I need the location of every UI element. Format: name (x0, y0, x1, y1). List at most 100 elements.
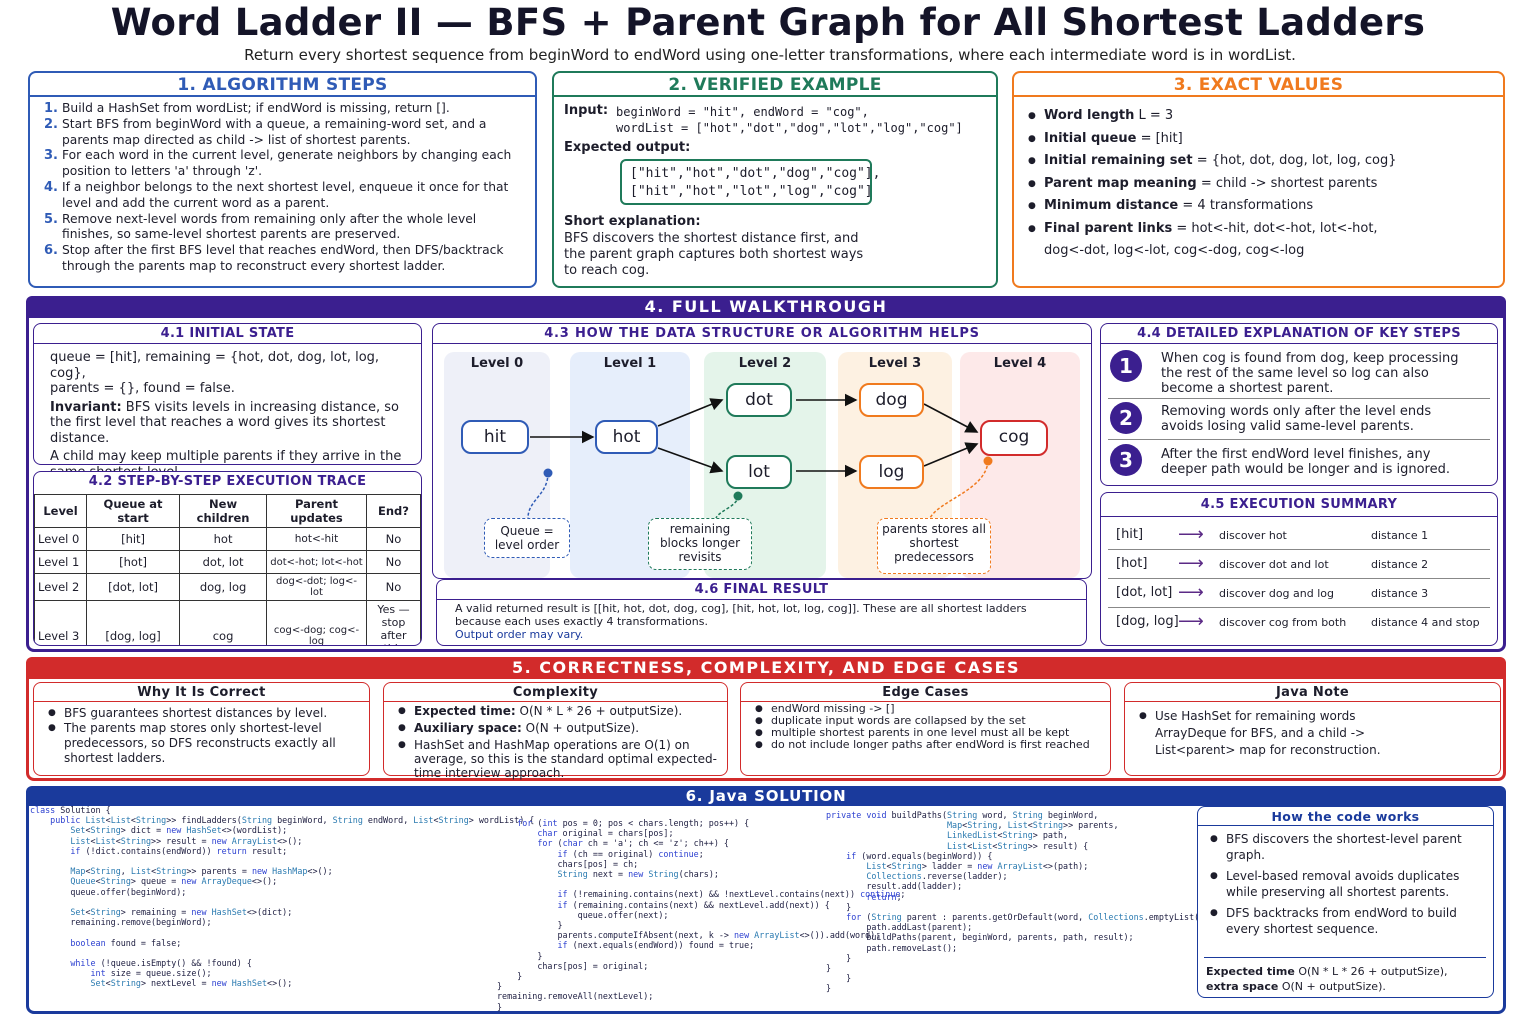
why-correct-item: The parents map stores only shortest-lev… (46, 721, 359, 766)
code-line: int size = queue.size(); (90, 968, 212, 979)
step-item: 4.If a neighbor belongs to the next shor… (44, 179, 509, 210)
code-line: queue.offer(next); (497, 909, 669, 920)
output-order-note: Output order may vary. (455, 628, 584, 641)
expected-output-box: ["hit","hot","dot","dog","cog"], ["hit",… (620, 159, 880, 205)
verified-example-header: 2. VERIFIED EXAMPLE (552, 73, 998, 97)
code-line: chars[pos] = original; (497, 960, 649, 971)
arrow-icon: ⟶ (1178, 553, 1204, 574)
java-solution-header: 6. Java SOLUTION (26, 786, 1506, 806)
step-item: 6.Stop after the first BFS level that re… (44, 243, 504, 273)
code-line: for (char ch = 'a'; ch <= 'z'; ch++) { (537, 838, 729, 849)
level-3-label: Level 3 (868, 356, 922, 371)
level-0-label: Level 0 (470, 356, 524, 371)
complexity-item: Expected time: O(N * L * 26 + outputSize… (396, 704, 717, 718)
value-item: Initial queue = [hit] (1026, 128, 1491, 151)
queue-level-order-note: Queue = level order (484, 518, 570, 558)
code-line: Set<String> remaining = new HashSet<>(di… (70, 907, 293, 917)
exact-values-header: 3. EXACT VALUES (1012, 73, 1505, 97)
code-line: } (826, 963, 832, 974)
why-correct-panel: Why It Is Correct BFS guarantees shortes… (33, 682, 370, 776)
code-line: LinkedList<String> path, (947, 830, 1069, 841)
verified-example-panel: 2. VERIFIED EXAMPLE Input: beginWord = "… (552, 71, 998, 288)
final-result-panel: 4.6 FINAL RESULT A valid returned result… (436, 579, 1087, 646)
code-line: buildPaths(parent, beginWord, parents, p… (826, 932, 1134, 943)
node-hit: hit (461, 420, 529, 454)
code-line: } (497, 971, 523, 982)
expected-output-2: ["hit","hot","lot","log","cog"] (630, 184, 873, 199)
code-line: Map<String, List<String>> parents = new … (70, 866, 333, 877)
queue-note-leader (527, 472, 549, 519)
code-line: } (826, 983, 832, 994)
code-line: queue.offer(beginWord); (30, 886, 187, 897)
data-structure-header: 4.3 HOW THE DATA STRUCTURE OR ALGORITHM … (433, 324, 1091, 344)
level-2-label: Level 2 (738, 356, 792, 371)
how-item: Level-based removal avoids duplicates wh… (1208, 869, 1485, 900)
execution-summary-panel: 4.5 EXECUTION SUMMARY (1100, 492, 1498, 646)
code-line (30, 897, 480, 907)
input-line-2: wordList = ["hot","dot","dog","lot","log… (616, 121, 963, 135)
how-item: DFS backtracks from endWord to build eve… (1208, 906, 1485, 937)
code-line (30, 948, 480, 958)
code-line: if (!dict.contains(endWord)) return resu… (70, 845, 288, 856)
page-subtitle: Return every shortest sequence from begi… (244, 46, 1296, 64)
code-line: List<List<String>> result) { (947, 840, 1089, 851)
java-note-panel: Java Note Use HashSet for remaining word… (1124, 682, 1501, 776)
code-line: if (word.equals(beginWord)) { (846, 850, 993, 861)
walkthrough-header: 4. FULL WALKTHROUGH (26, 296, 1506, 318)
page-title: Word Ladder II — BFS + Parent Graph for … (110, 1, 1426, 44)
code-line: remaining.removeAll(nextLevel); (497, 991, 654, 1002)
code-line: Set<String> dict = new HashSet<>(wordLis… (70, 825, 288, 836)
remaining-note-leader (715, 495, 739, 519)
correctness-header: 5. CORRECTNESS, COMPLEXITY, AND EDGE CAS… (26, 657, 1506, 679)
invariant-text: BFS visits levels in increasing distance… (50, 399, 399, 446)
code-line: boolean found = false; (70, 937, 182, 948)
invariant-label: Invariant: (50, 399, 122, 415)
initial-state-header: 4.1 INITIAL STATE (34, 324, 421, 344)
code-line (30, 856, 480, 866)
edge-hot-lot (657, 447, 724, 474)
code-line: if (!remaining.contains(next) && !nextLe… (557, 889, 906, 900)
edge-log-cog (923, 442, 979, 467)
key-steps-header: 4.4 DETAILED EXPLANATION OF KEY STEPS (1101, 324, 1497, 344)
expected-label: Expected output: (564, 140, 691, 155)
summary-row: [hot] ⟶ discover dot and lot distance 2 (1108, 553, 1490, 579)
code-line: } (497, 920, 563, 931)
short-explanation-label: Short explanation: (564, 214, 701, 229)
edge-hot-dot (657, 398, 724, 427)
execution-summary-header: 4.5 EXECUTION SUMMARY (1101, 493, 1497, 517)
key-step-badge-3: 3 (1110, 444, 1142, 476)
edge-case-item: endWord missing -> [] (753, 703, 1100, 716)
code-line: class Solution { (30, 805, 111, 815)
code-line: } (826, 952, 852, 963)
value-item: Parent map meaning = child -> shortest p… (1026, 173, 1491, 196)
edge-case-item: do not include longer paths after endWor… (753, 739, 1100, 752)
edge-case-item: multiple shortest parents in one level m… (753, 727, 1100, 740)
execution-trace-header: 4.2 STEP-BY-STEP EXECUTION TRACE (88, 474, 367, 489)
summary-row: [dog, log] ⟶ discover cog from both dist… (1116, 611, 1480, 632)
code-line: remaining.remove(beginWord); (30, 917, 212, 928)
edge-dog-cog (923, 403, 979, 433)
code-line (497, 879, 817, 889)
code-block-build-paths: private void buildPaths(String word, Str… (826, 810, 1224, 994)
value-item: Initial remaining set = {hot, dot, dog, … (1026, 150, 1491, 173)
node-hot: hot (595, 420, 658, 454)
code-line: private void buildPaths(String word, Str… (826, 810, 1099, 820)
code-line: } (497, 981, 503, 992)
arrow-icon: ⟶ (1178, 524, 1204, 545)
complexity-panel: Complexity Expected time: O(N * L * 26 +… (383, 682, 728, 780)
code-block-neighbor-loop: for (int pos = 0; pos < chars.length; po… (497, 818, 906, 1012)
initial-state-line-1: queue = [hit], remaining = {hot, dot, do… (50, 350, 380, 381)
complexity-item: HashSet and HashMap operations are O(1) … (396, 738, 717, 780)
code-line: String next = new String(chars); (557, 869, 719, 880)
short-explanation-text: BFS discovers the shortest distance firs… (564, 231, 864, 278)
how-item: BFS discovers the shortest-level parent … (1208, 832, 1485, 863)
exact-values-list: Word length L = 3 Initial queue = [hit] … (1014, 97, 1503, 263)
complexity-item: Auxiliary space: O(N + outputSize). (396, 721, 717, 735)
code-line: return; (866, 891, 902, 902)
initial-state-panel: 4.1 INITIAL STATE queue = [hit], remaini… (33, 323, 422, 480)
value-item: Final parent links = hot<-hit, dot<-hot,… (1026, 218, 1416, 263)
